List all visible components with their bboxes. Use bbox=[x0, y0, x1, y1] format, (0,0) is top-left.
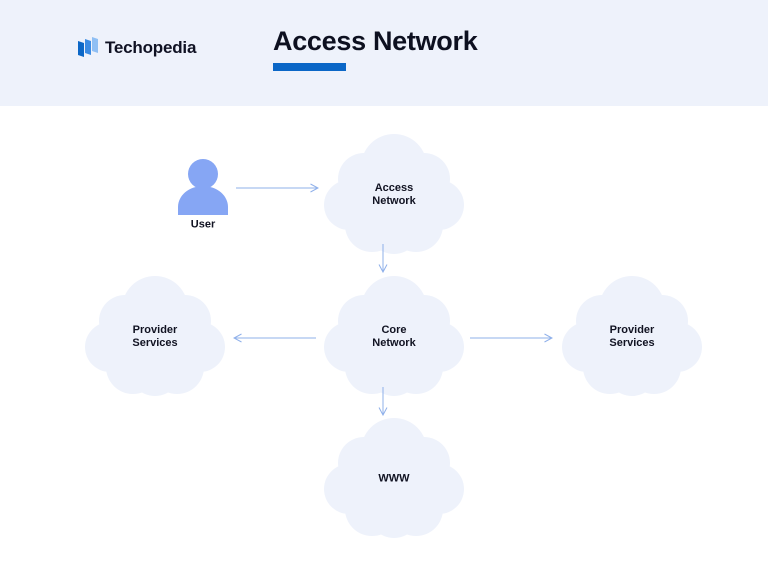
node-label-access-network: Access Network bbox=[372, 182, 416, 207]
header-banner: Techopedia Access Network bbox=[0, 0, 768, 106]
techopedia-logo-icon bbox=[78, 37, 98, 57]
techopedia-logo[interactable]: Techopedia bbox=[78, 36, 196, 60]
user-icon bbox=[178, 159, 228, 215]
title-underline bbox=[273, 63, 346, 71]
node-label-www: WWW bbox=[378, 472, 410, 485]
node-label-provider-services-right: Provider Services bbox=[609, 324, 655, 349]
node-label-user: User bbox=[190, 218, 216, 231]
node-label-core-network: Core Network bbox=[372, 324, 416, 349]
page-title: Access Network bbox=[273, 26, 478, 56]
node-label-provider-services-left: Provider Services bbox=[132, 324, 178, 349]
brand-name: Techopedia bbox=[105, 38, 197, 57]
